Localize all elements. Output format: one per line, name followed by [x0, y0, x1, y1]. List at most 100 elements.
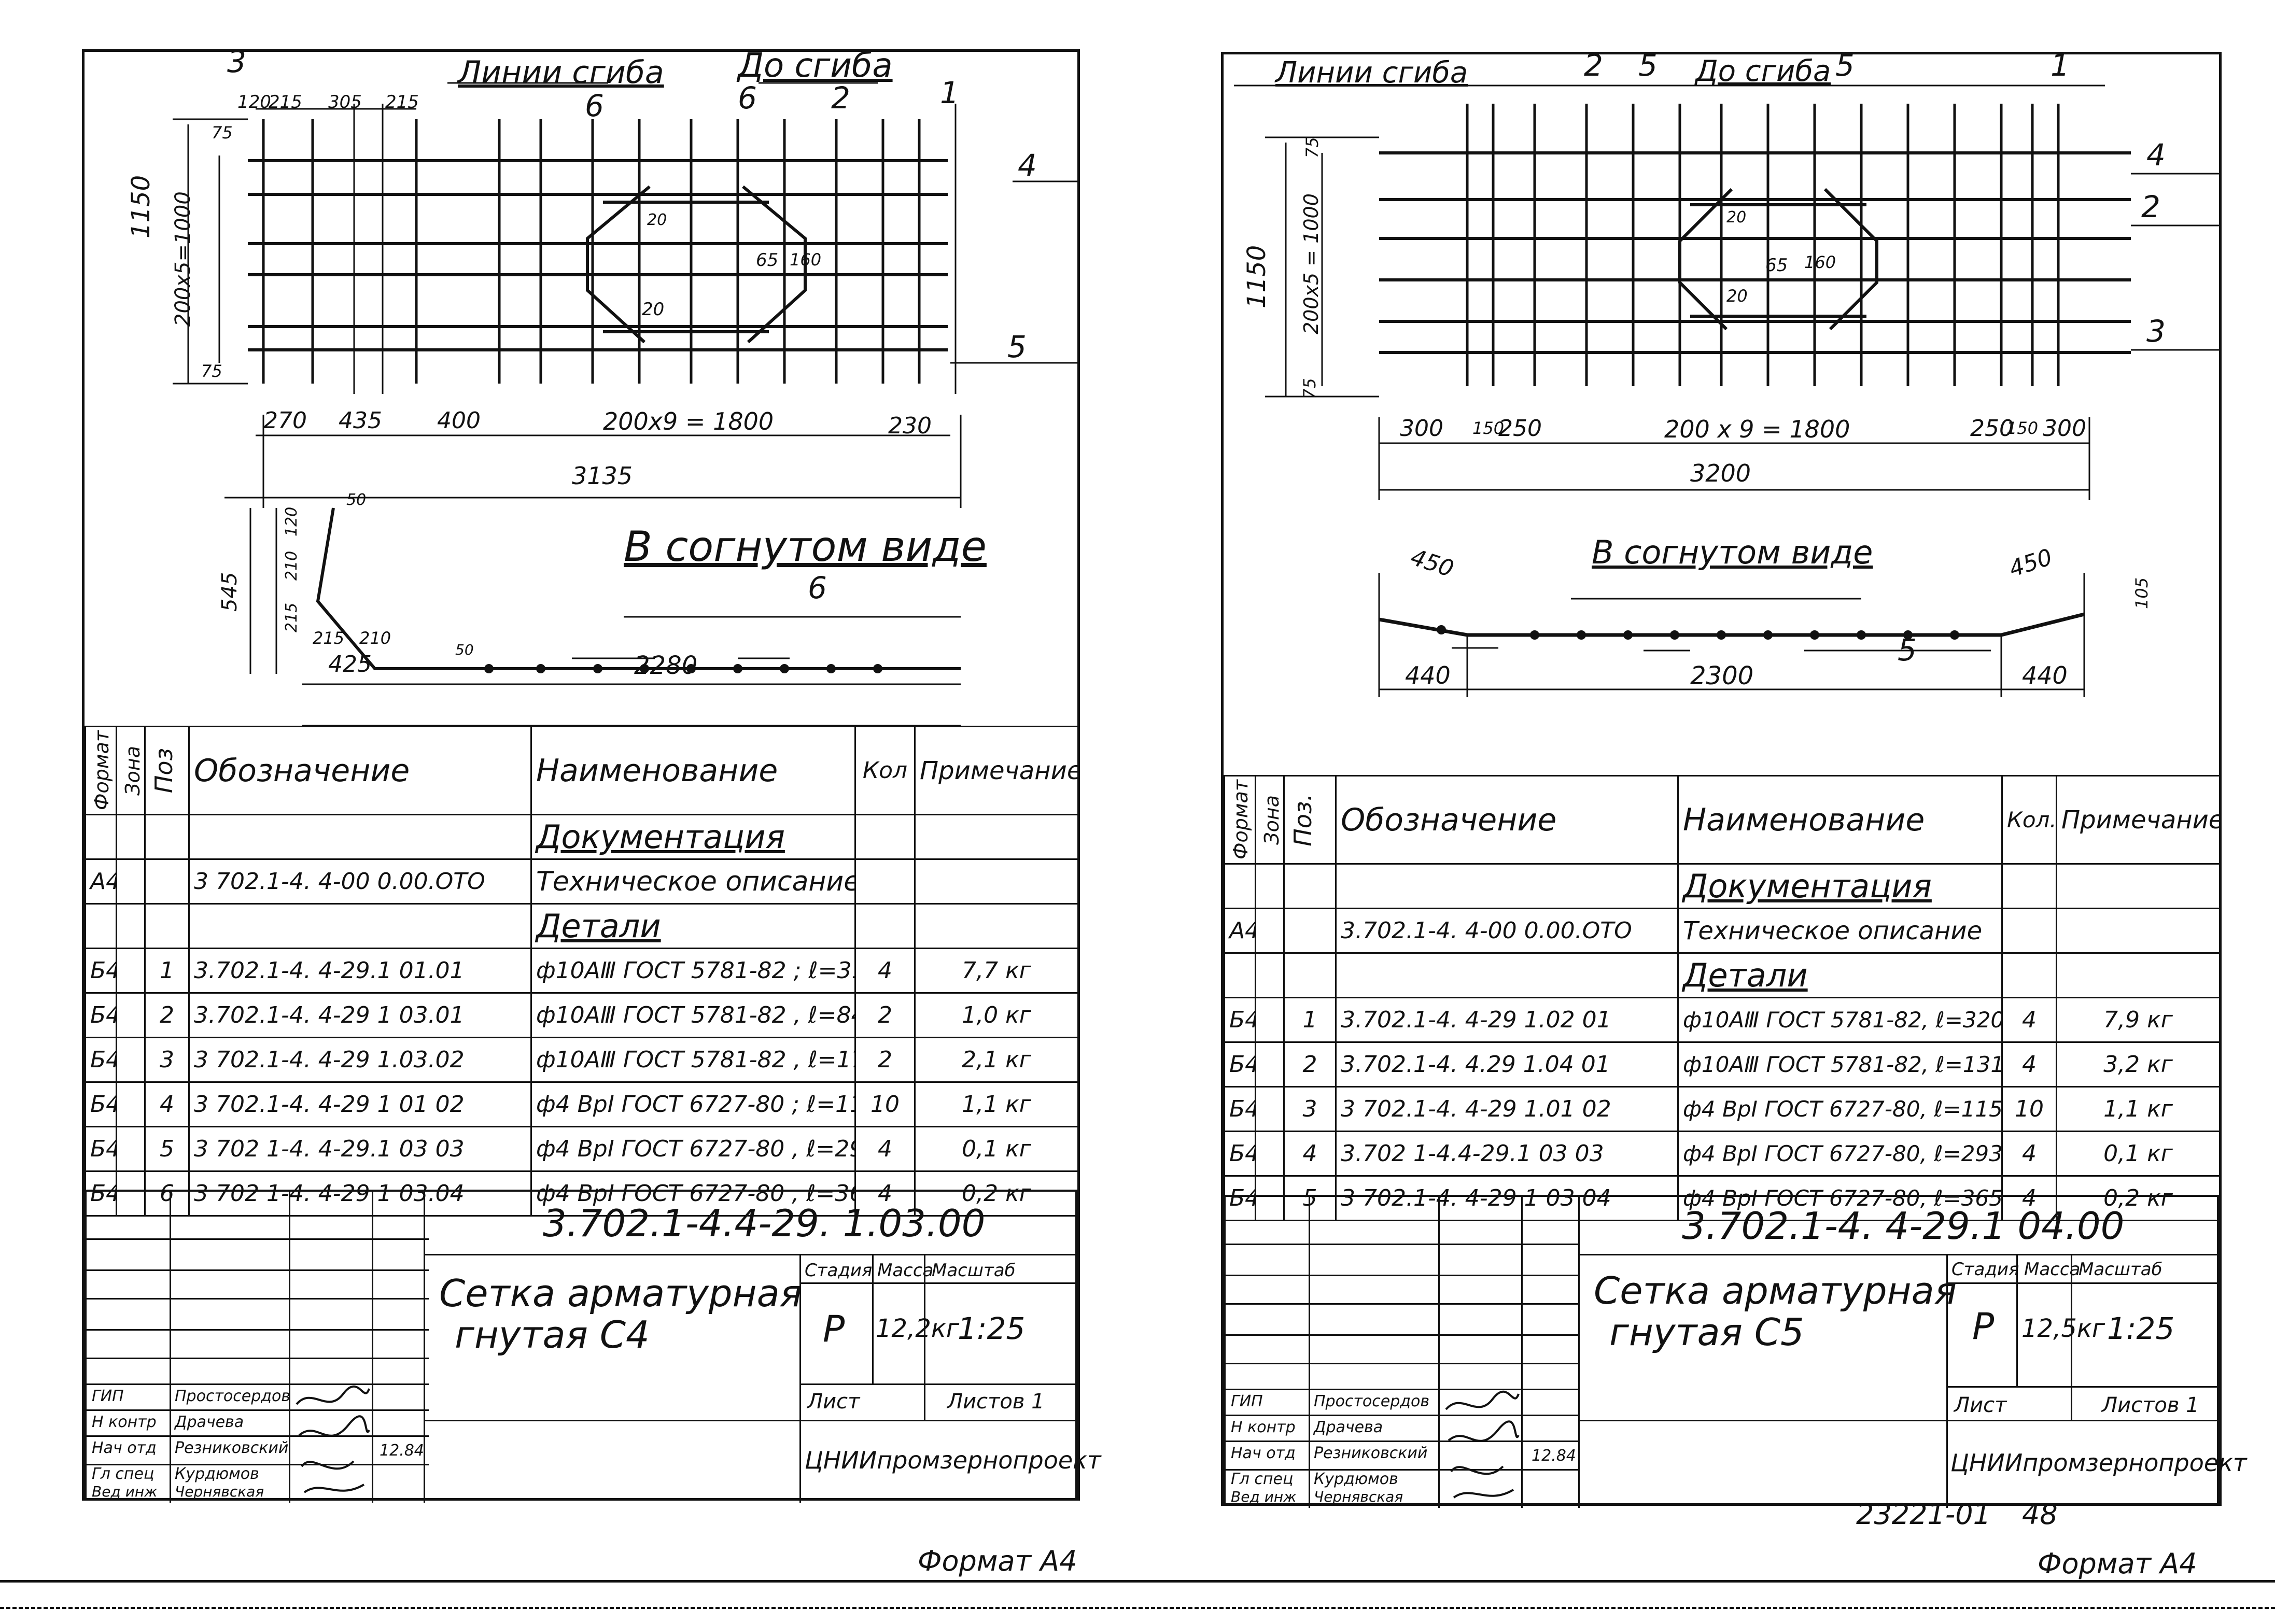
callout-2: 2	[831, 80, 850, 116]
dim-160: 160	[790, 250, 822, 270]
callout-6c: 6	[808, 570, 827, 605]
signer-name: Простосердов	[1314, 1392, 1430, 1410]
callout-4: 4	[1018, 148, 1037, 183]
doc-title-2: гнутая С4	[455, 1313, 650, 1357]
spec-table: Формат Зона Поз. Обозначение Наименовани…	[1224, 775, 2221, 1221]
hdr-designation: Обозначение	[1335, 775, 1679, 865]
dim-215a: 215	[269, 92, 302, 112]
dim-1150: 1150	[127, 175, 156, 238]
signer-name: Чернявская	[175, 1483, 264, 1500]
dim-75a: 75	[1302, 137, 1322, 158]
label-before-bend: До сгиба	[1695, 54, 1831, 88]
org-name: ЦНИИпромзернопроект	[1950, 1449, 2247, 1477]
dim-250b: 250	[1970, 415, 2014, 442]
signatures-icon	[296, 1385, 370, 1493]
callout-5: 5	[1007, 329, 1027, 364]
hdr-note: Примечание	[914, 726, 1079, 815]
callout-1: 1	[2051, 48, 2070, 83]
label-before-bend: До сгиба	[738, 47, 893, 85]
sign-date: 12.84	[1532, 1447, 1576, 1465]
dim-3135: 3135	[572, 462, 633, 490]
table-row: Б4 3 3 702.1-4. 4-29 1.03.02 ф10АⅢ ГОСТ …	[85, 1037, 1079, 1083]
dim-160: 160	[1804, 252, 1836, 272]
dim-65: 65	[1765, 255, 1788, 276]
dim-435: 435	[339, 407, 382, 434]
dim-230: 230	[888, 413, 932, 439]
dim-2300: 2300	[1690, 661, 1754, 690]
dim-20a: 20	[1726, 208, 1747, 227]
dim-1150: 1150	[1242, 245, 1271, 308]
bottom-rule	[0, 1580, 2275, 1583]
signer-role: Гл спец	[92, 1465, 155, 1483]
dim-75b: 75	[1300, 378, 1319, 399]
dim-120: 120	[237, 92, 271, 112]
doc-title-1: Сетка арматурная	[1594, 1269, 1957, 1312]
dim-2280: 2280	[634, 651, 698, 680]
dim-65: 65	[756, 250, 779, 271]
table-row: Б4 6 3 702 1-4. 4-29 1 03.04 ф4 ВрⅠ ГОСТ…	[85, 1170, 1079, 1217]
title-block: 3.702.1-4. 4-29.1 04.00 Сетка арматурная…	[1224, 1195, 2247, 1508]
dim-210: 210	[283, 550, 301, 581]
signer-name: Драчева	[1314, 1418, 1383, 1436]
signer-name: Резниковский	[1314, 1444, 1428, 1462]
sheet-right: Линии сгиба До сгиба В согнутом виде 2 5…	[1221, 48, 2247, 1508]
doc-title-1: Сетка арматурная	[439, 1272, 803, 1315]
dim-50b: 50	[455, 641, 474, 658]
dim-20b: 20	[642, 299, 665, 320]
dim-215b: 215	[385, 92, 419, 112]
format-label-right: Формат А4	[2038, 1547, 2197, 1580]
cut-line	[0, 1607, 2275, 1609]
spec-table: Формат Зона Поз Обозначение Наименование…	[85, 726, 1079, 1217]
table-row: Б4 1 3.702.1-4. 4-29 1.02 01 ф10АⅢ ГОСТ …	[1224, 997, 2221, 1043]
callout-3: 3	[227, 44, 246, 79]
callout-2b: 2	[2141, 189, 2160, 224]
signer-role: Вед инж	[1231, 1488, 1297, 1505]
dim-210b: 210	[359, 628, 391, 648]
signer-name: Курдюмов	[1314, 1470, 1398, 1488]
dim-150b: 150	[2006, 418, 2039, 438]
label-bend-lines: Линии сгиба	[1275, 56, 1468, 90]
scale-value: 1:25	[2107, 1311, 2175, 1346]
scale-label: Масштаб	[932, 1260, 1016, 1281]
doc-title-2: гнутая С5	[1609, 1310, 1804, 1354]
callout-4: 4	[2146, 137, 2166, 173]
table-row: Б4 4 3.702 1-4.4-29.1 03 03 ф4 ВрⅠ ГОСТ …	[1224, 1131, 2221, 1177]
spec-doc-row: А4 3.702.1-4. 4-00 0.00.ОТО Техническое …	[1224, 908, 2221, 954]
scale-value: 1:25	[958, 1311, 1026, 1346]
dim-3200: 3200	[1690, 459, 1751, 487]
dim-120b: 120	[283, 506, 301, 536]
sheet-label: Лист	[1954, 1393, 2007, 1417]
table-row: Б4 3 3 702.1-4. 4-29 1.01 02 ф4 ВрⅠ ГОСТ…	[1224, 1086, 2221, 1132]
dim-200x5: 200х5=1000	[171, 191, 195, 327]
dim-300a: 300	[1400, 415, 1443, 442]
callout-6b: 6	[738, 80, 757, 116]
hdr-name: Наименование	[1677, 775, 2003, 865]
dim-75a: 75	[212, 123, 233, 143]
callout-1: 1	[940, 75, 959, 110]
spec-doc-row: А4 3 702.1-4. 4-00 0.00.ОТО Техническое …	[85, 858, 1079, 905]
callout-5b: 5	[1835, 48, 1855, 83]
dim-305: 305	[328, 92, 362, 112]
stage-value: Р	[1972, 1305, 1995, 1348]
dim-300b: 300	[2043, 415, 2086, 442]
dim-250a: 250	[1498, 415, 1542, 442]
hdr-format: Формат	[85, 726, 117, 815]
label-bent-view: В согнутом виде	[1592, 533, 1873, 571]
label-bent-view: В согнутом виде	[624, 522, 987, 571]
doc-code: 3.702.1-4. 4-29.1 04.00	[1682, 1204, 2125, 1248]
sheets-count: Листов 1	[947, 1390, 1045, 1414]
mesh-drawing-c4	[173, 82, 1080, 727]
mass-label: Масса	[877, 1260, 934, 1281]
dim-440b: 440	[2022, 661, 2068, 689]
callout-5a: 5	[1638, 48, 1658, 83]
spec-section-docs: Документация	[1224, 863, 2221, 909]
dim-215d: 215	[313, 628, 345, 648]
dim-215c: 215	[283, 602, 301, 632]
signer-role: ГИП	[1231, 1392, 1263, 1410]
hdr-zone: Зона	[1255, 775, 1285, 865]
spec-section-parts: Детали	[85, 903, 1079, 949]
signer-role: ГИП	[92, 1387, 124, 1405]
signer-role: Вед инж	[92, 1483, 158, 1500]
spec-section-docs: Документация	[85, 814, 1079, 860]
hdr-pos: Поз.	[1283, 775, 1337, 865]
